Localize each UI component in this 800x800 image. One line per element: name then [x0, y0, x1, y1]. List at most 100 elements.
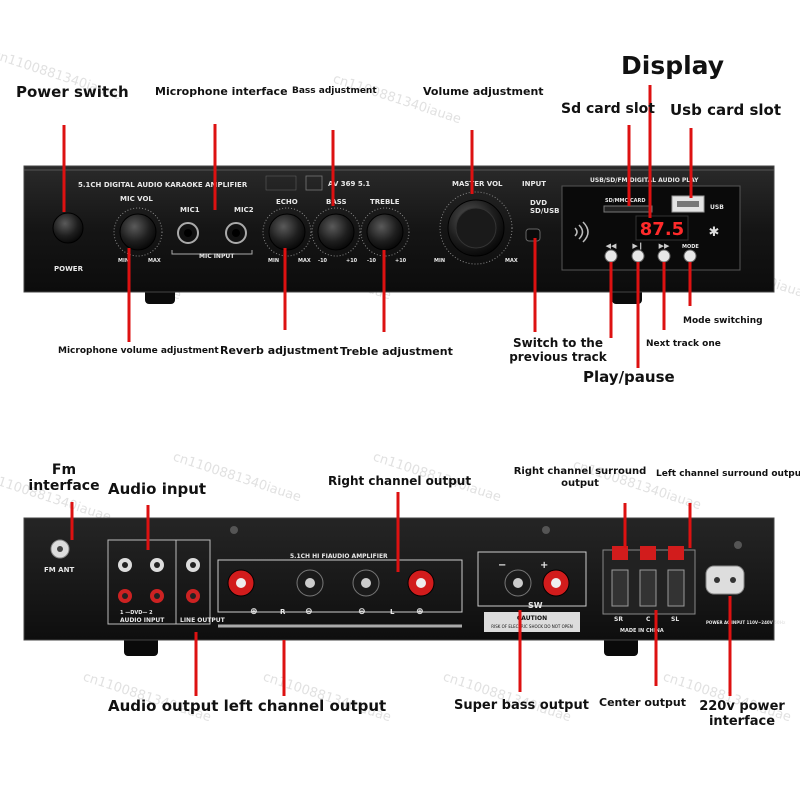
treble-label: TREBLE	[370, 198, 400, 206]
polarity-mark: ⊕	[416, 607, 424, 617]
sd-slot	[603, 205, 653, 213]
sl-label: SL	[671, 616, 679, 623]
sw-label: SW	[528, 601, 543, 610]
min-label: MIN	[434, 258, 445, 264]
made-in-china-label: MADE IN CHINA	[620, 628, 664, 634]
power-socket	[705, 565, 745, 595]
l-label: L	[390, 608, 395, 616]
input-switch	[525, 228, 541, 242]
bluetooth-icon: ✱	[709, 225, 720, 240]
mic-vol-knob-ring	[113, 207, 163, 257]
label-treble-adjustment: Treble adjustment	[340, 345, 453, 358]
polarity-mark: ⊖	[305, 607, 313, 617]
label-fm-interface: Fm interface	[28, 462, 100, 494]
label-right-channel-output: Right channel output	[328, 474, 472, 488]
sw-terminal-panel	[477, 551, 587, 607]
surround-clips	[611, 546, 685, 607]
plus10-label: +10	[346, 258, 358, 264]
mic1-label: MIC1	[180, 206, 200, 214]
label-power-switch: Power switch	[16, 83, 129, 101]
power-spec-label: POWER AC INPUT 110V~240V 50Hz	[706, 620, 786, 625]
label-reverb-adjustment: Reverb adjustment	[220, 344, 339, 357]
bass-knob	[317, 213, 355, 251]
label-power-interface: 220v power interface	[699, 699, 785, 729]
polarity-mark: −	[498, 560, 506, 571]
bass-label: BASS	[326, 198, 347, 206]
media-title: USB/SD/FM DIGITAL AUDIO PLAY	[590, 177, 699, 184]
minus10-label: -10	[367, 258, 377, 264]
screw	[230, 526, 238, 534]
led-display	[635, 215, 689, 241]
next-button	[657, 249, 671, 263]
dvd-marker: 1 —DVD— 2	[120, 610, 153, 616]
prev-button	[604, 249, 618, 263]
prev-icon: ◀◀	[606, 242, 617, 250]
play-button	[631, 249, 645, 263]
label-next-track: Next track one	[646, 339, 721, 349]
mode-label: MODE	[682, 244, 699, 250]
input-label: INPUT	[522, 180, 546, 188]
polarity-mark: ⊖	[358, 607, 366, 617]
logo-box	[305, 175, 323, 191]
front-callouts	[62, 85, 693, 368]
max-label: MAX	[505, 258, 518, 264]
rear-foot	[124, 636, 158, 656]
minus10-label: -10	[318, 258, 328, 264]
label-mode-switching: Mode switching	[683, 316, 763, 326]
label-mic-volume-adjustment: Microphone volume adjustment	[58, 346, 219, 356]
label-super-bass-output: Super bass output	[454, 698, 589, 713]
polarity-mark: ⊕	[250, 607, 258, 617]
plus10-label: +10	[395, 258, 407, 264]
front-model-code: AV 369 5.1	[328, 180, 370, 188]
caution-label	[484, 612, 580, 632]
logo-box	[265, 175, 297, 191]
label-audio-input: Audio input	[108, 480, 207, 498]
sd-usb-label: SD/USB	[530, 207, 559, 215]
hifi-title: 5.1CH HI FIAUDIO AMPLIFIER	[290, 553, 388, 560]
sd-mmc-label: SD/MMC CARD	[605, 198, 645, 204]
usb-label: USB	[710, 204, 724, 211]
label-audio-output-left: Audio output left channel output	[108, 697, 387, 715]
polarity-mark: +	[540, 560, 548, 571]
fm-ant-label: FM ANT	[44, 566, 74, 574]
label-previous-track: Switch to the previous track	[509, 336, 607, 364]
label-microphone-interface: Microphone interface	[155, 85, 288, 98]
power-label: POWER	[54, 265, 84, 273]
r-label: R	[280, 608, 286, 616]
label-bass-adjustment: Bass adjustment	[292, 86, 377, 96]
min-label: MIN	[268, 258, 279, 264]
c-label: C	[646, 616, 651, 623]
label-play-pause: Play/pause	[583, 368, 675, 386]
max-label: MAX	[298, 258, 311, 264]
label-volume-adjustment: Volume adjustment	[423, 85, 544, 98]
dvd-label: DVD	[530, 199, 547, 207]
next-icon: ▶▶	[659, 242, 670, 250]
rca-panel	[107, 539, 211, 625]
mic-vol-label: MIC VOL	[120, 195, 153, 203]
label-sd-card-slot: Sd card slot	[561, 101, 655, 117]
sr-label: SR	[614, 616, 623, 623]
rear-callouts	[70, 492, 732, 696]
rear-foot	[604, 636, 638, 656]
speaker-terminal-panel	[217, 559, 463, 613]
mic2-label: MIC2	[234, 206, 254, 214]
label-left-surround: Left channel surround output	[656, 469, 800, 479]
label-display: Display	[621, 51, 725, 80]
display-readout: 87.5	[640, 219, 684, 240]
front-panel-diagram: 87.5 ✱ ◀◀ ▶❙ ▶▶ 5.1CH DIGITAL AUDIO KARA…	[23, 85, 775, 368]
caution-sub: RISK OF ELECTRIC SHOCK DO NOT OPEN	[491, 624, 572, 629]
label-right-surround: Right channel surround output	[513, 466, 647, 489]
line-output-label: LINE OUTPUT	[180, 617, 226, 624]
wireless-icon	[574, 221, 589, 243]
treble-knob	[366, 213, 404, 251]
label-usb-card-slot: Usb card slot	[670, 101, 781, 119]
screw	[542, 526, 550, 534]
min-label: MIN	[118, 258, 129, 264]
screw	[734, 541, 742, 549]
label-center-output: Center output	[599, 696, 686, 709]
rear-panel-diagram: FM ANT 5.1CH HI FIAUDIO AMPLIFIER 1 —DVD…	[23, 492, 786, 696]
rca-jacks	[118, 558, 200, 603]
play-pause-icon: ▶❙	[632, 242, 643, 250]
caution-text: CAUTION	[517, 615, 547, 622]
mode-button	[683, 249, 697, 263]
